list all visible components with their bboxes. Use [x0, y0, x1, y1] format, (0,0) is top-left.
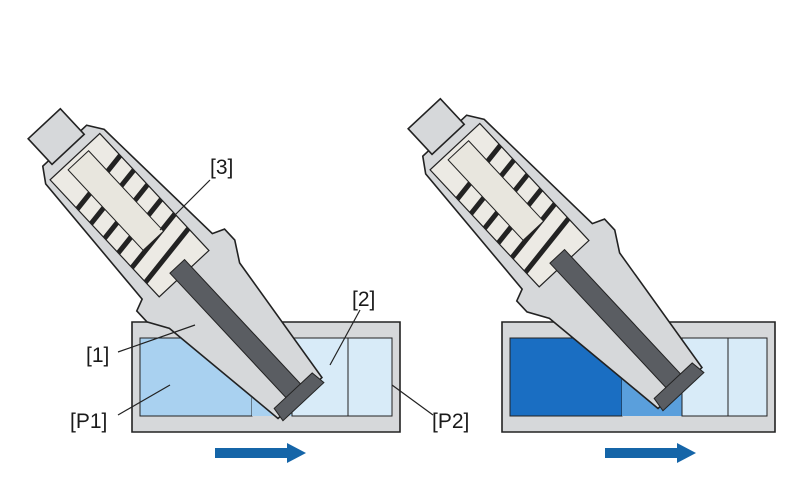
label-p1: [P1] [70, 410, 107, 433]
label-2: [2] [352, 288, 375, 311]
label-3: [3] [210, 156, 233, 179]
leader-p1 [117, 384, 171, 416]
outlet-chamber [291, 337, 393, 417]
valve-open [380, 73, 776, 433]
leader-1 [117, 324, 196, 353]
leader-3 [159, 179, 211, 231]
leader-2 [329, 309, 361, 366]
label-p2: [P2] [432, 410, 469, 433]
leader-p2 [391, 384, 434, 416]
valve-closed [0, 83, 401, 443]
flow-arrow-right [605, 443, 696, 463]
label-1: [1] [86, 344, 109, 367]
flow-arrow-left [215, 443, 306, 463]
